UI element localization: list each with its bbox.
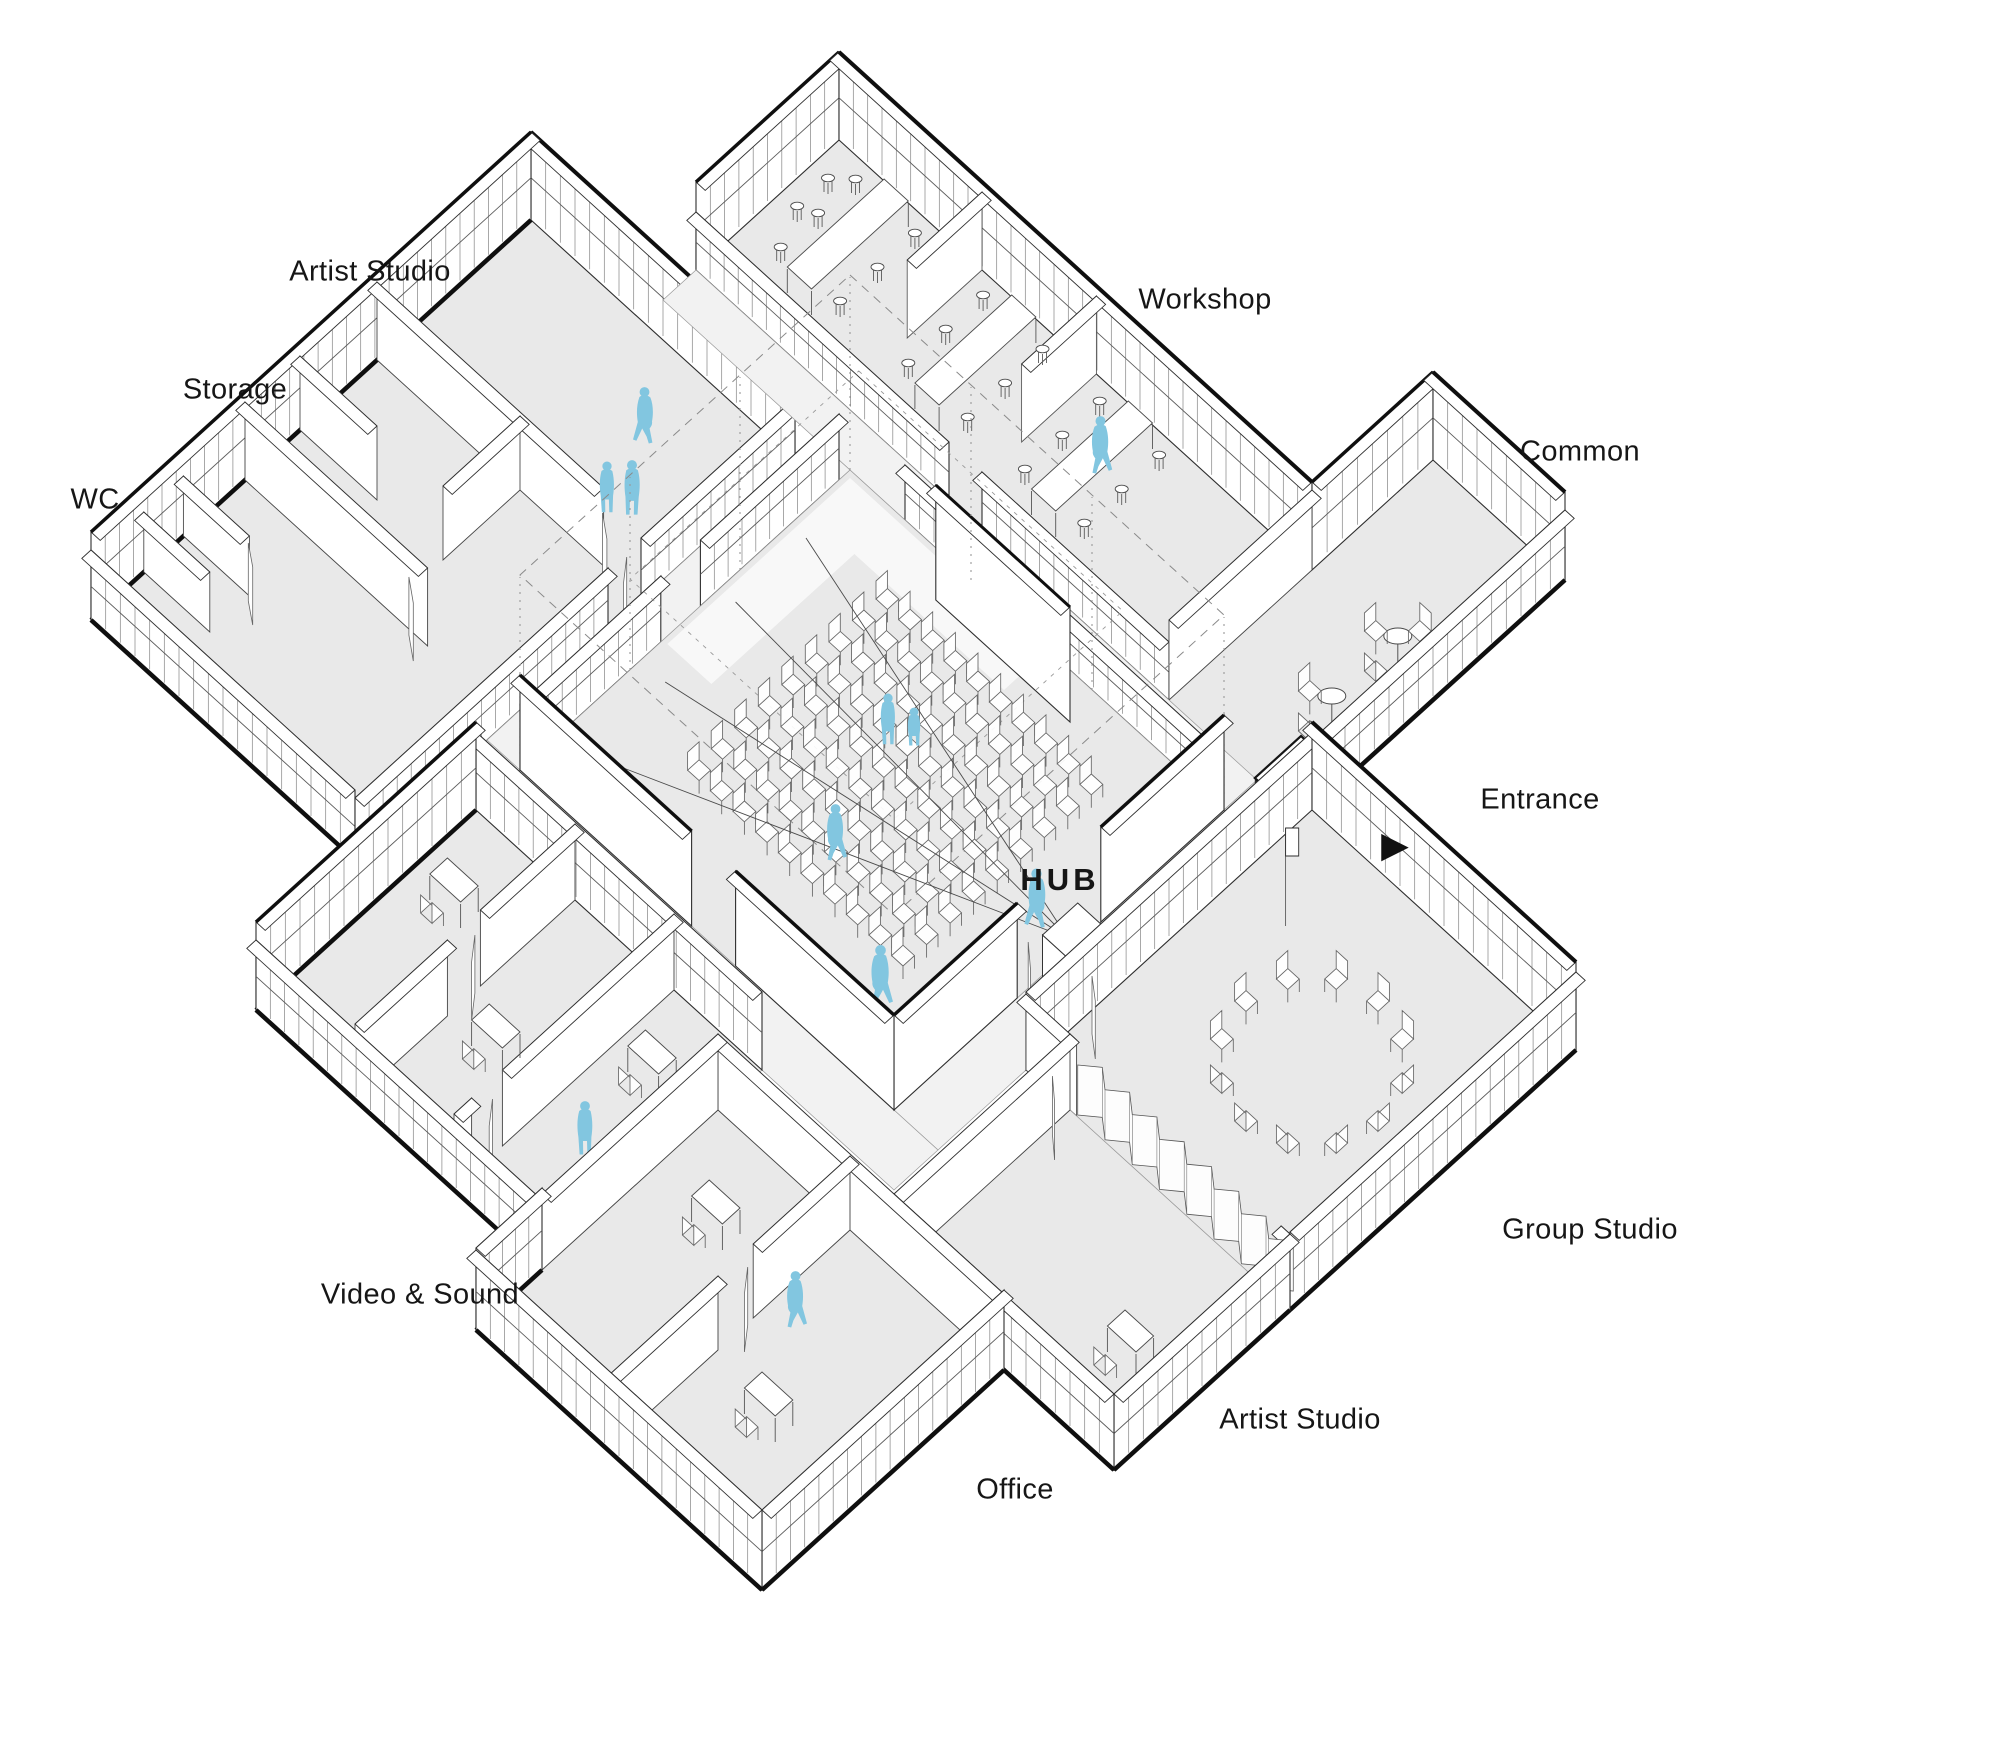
wing-group-studio <box>1016 720 1586 1312</box>
label-storage: Storage <box>182 373 288 406</box>
label-artist-studio-se: Artist Studio <box>1219 1403 1381 1436</box>
entrance-arrow-icon: ▶ <box>1381 824 1409 865</box>
hub-projection-lines <box>623 537 1069 939</box>
label-wc: WC <box>70 483 120 516</box>
label-artist-studio-nw: Artist Studio <box>289 255 451 288</box>
hub-chairs <box>686 569 1104 979</box>
label-video-sound: Video & Sound <box>320 1278 520 1311</box>
label-group-studio: Group Studio <box>1502 1213 1678 1246</box>
label-office: Office <box>976 1473 1054 1506</box>
group-studio-chair-circle <box>1209 949 1415 1156</box>
wing-workshop <box>686 50 1314 702</box>
wing-office <box>466 1032 1014 1592</box>
label-hub: HUB <box>1020 862 1100 897</box>
wing-video-sound <box>246 720 763 1272</box>
label-entrance: Entrance <box>1480 783 1600 816</box>
label-workshop: Workshop <box>1138 283 1272 316</box>
label-common: Common <box>1519 435 1641 468</box>
hub-near-walls <box>510 673 1234 1112</box>
